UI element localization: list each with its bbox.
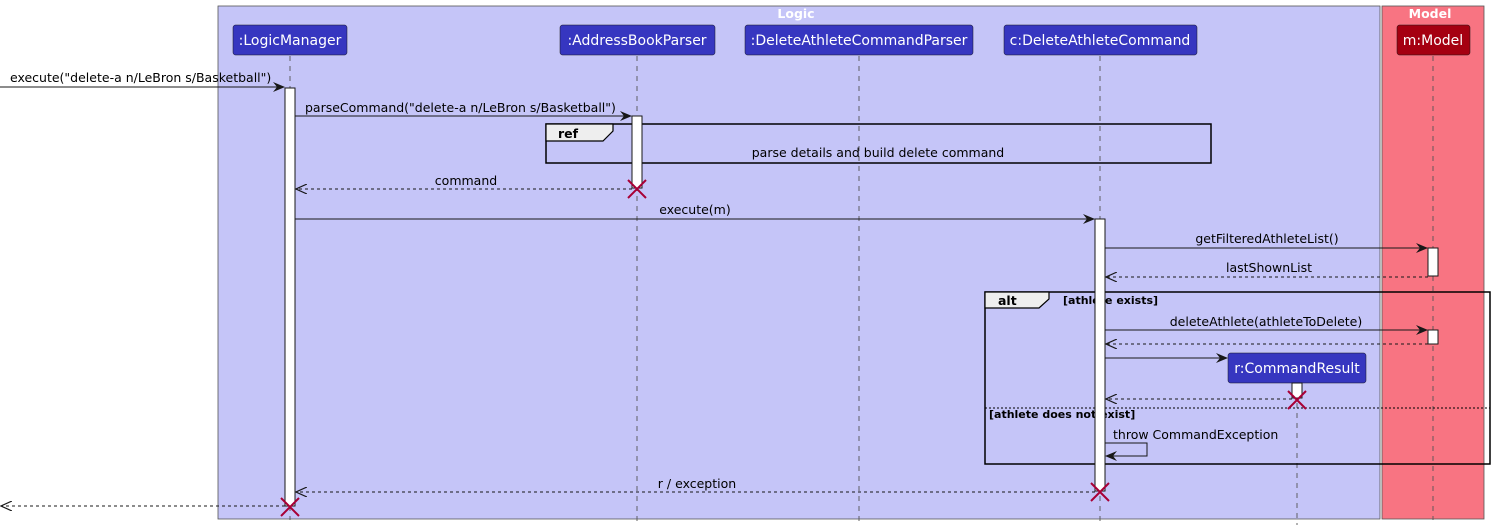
label-command: command <box>435 173 497 188</box>
destroy-icon-address-book-parser <box>627 179 647 199</box>
svg-text:ref: ref <box>558 126 579 141</box>
activation-model-1 <box>1427 247 1439 277</box>
destroy-icon-delete-athlete-command <box>1090 482 1110 502</box>
model-box-title: Model <box>1409 6 1452 21</box>
activation-address-book-parser <box>631 115 643 189</box>
destroy-icon-logic-manager <box>280 497 300 517</box>
label-delete-athlete: deleteAthlete(athleteToDelete) <box>1170 314 1363 329</box>
activation-command-result <box>1291 382 1303 399</box>
svg-text:m:Model: m:Model <box>1403 33 1463 49</box>
label-result-or-exception: r / exception <box>658 476 736 491</box>
participant-command-result: r:CommandResult <box>1227 352 1367 384</box>
participant-delete-athlete-command-parser: :DeleteAthleteCommandParser <box>744 24 974 56</box>
activation-delete-athlete-command <box>1094 218 1106 492</box>
participant-logic-manager: :LogicManager <box>232 24 348 56</box>
destroy-icon-command-result <box>1287 390 1307 410</box>
ref-fragment: ref parse details and build delete comma… <box>545 123 1212 164</box>
participant-address-book-parser: :AddressBookParser <box>559 24 716 56</box>
svg-text:alt: alt <box>998 293 1017 308</box>
svg-text:[athlete exists]: [athlete exists] <box>1063 294 1158 307</box>
svg-text:[athlete does not exist]: [athlete does not exist] <box>989 408 1135 421</box>
arrow-self-throw <box>1105 442 1148 461</box>
label-parse-command: parseCommand("delete-a n/LeBron s/Basket… <box>305 100 616 115</box>
label-execute-model: execute(m) <box>659 202 731 217</box>
activation-logic-manager <box>284 87 296 507</box>
participant-delete-athlete-command: c:DeleteAthleteCommand <box>1003 24 1198 56</box>
svg-text:c:DeleteAthleteCommand: c:DeleteAthleteCommand <box>1010 33 1191 49</box>
svg-text::DeleteAthleteCommandParser: :DeleteAthleteCommandParser <box>751 33 968 49</box>
activation-model-2 <box>1427 329 1439 345</box>
svg-text:parse details and build delete: parse details and build delete command <box>752 145 1004 160</box>
label-execute-command: execute("delete-a n/LeBron s/Basketball"… <box>10 70 271 85</box>
label-throw-command-exception: throw CommandException <box>1113 427 1278 442</box>
svg-text:r:CommandResult: r:CommandResult <box>1234 361 1360 377</box>
logic-box-title: Logic <box>777 6 814 21</box>
participant-model: m:Model <box>1396 24 1471 56</box>
svg-text::AddressBookParser: :AddressBookParser <box>567 33 706 49</box>
label-get-filtered-athlete-list: getFilteredAthleteList() <box>1195 231 1338 246</box>
svg-text::LogicManager: :LogicManager <box>239 33 342 49</box>
label-last-shown-list: lastShownList <box>1226 260 1312 275</box>
logic-box <box>217 5 1381 520</box>
